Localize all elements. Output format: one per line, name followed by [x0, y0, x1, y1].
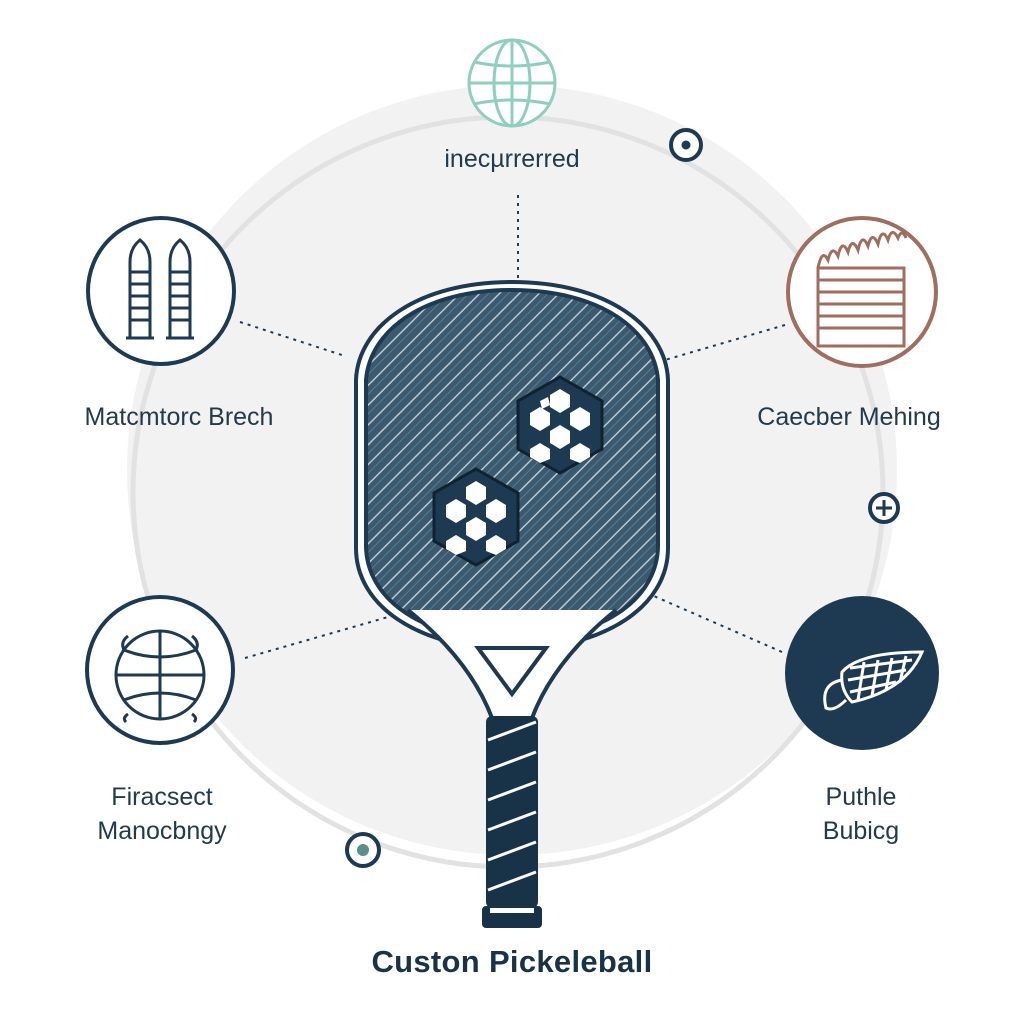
feature-label-right-bottom: Puthle Bubicg	[822, 783, 900, 845]
bolt-pair-icon	[86, 216, 236, 366]
feature-label-top: inecµrrerred	[444, 145, 580, 173]
connector-lines	[239, 195, 786, 659]
feature-label-right-top: Caecber Mehing	[757, 403, 941, 431]
feature-label-left-bottom: Firacsect Manocbngy	[97, 783, 227, 845]
honeycomb-badge	[516, 375, 604, 475]
ball-globe-icon	[85, 595, 235, 745]
globe-icon	[467, 38, 557, 128]
pickleball-paddle	[354, 279, 670, 928]
plus-circle-icon	[868, 492, 900, 524]
layered-core-icon	[786, 216, 938, 368]
honeycomb-badge	[432, 467, 520, 567]
feature-label-left-top: Matcmtorc Brech	[84, 403, 274, 431]
target-dot-icon	[345, 832, 381, 868]
target-dot-icon	[669, 128, 703, 162]
leaf-grip-icon	[785, 596, 939, 750]
diagram-title: Custon Pickeleball	[371, 944, 653, 979]
